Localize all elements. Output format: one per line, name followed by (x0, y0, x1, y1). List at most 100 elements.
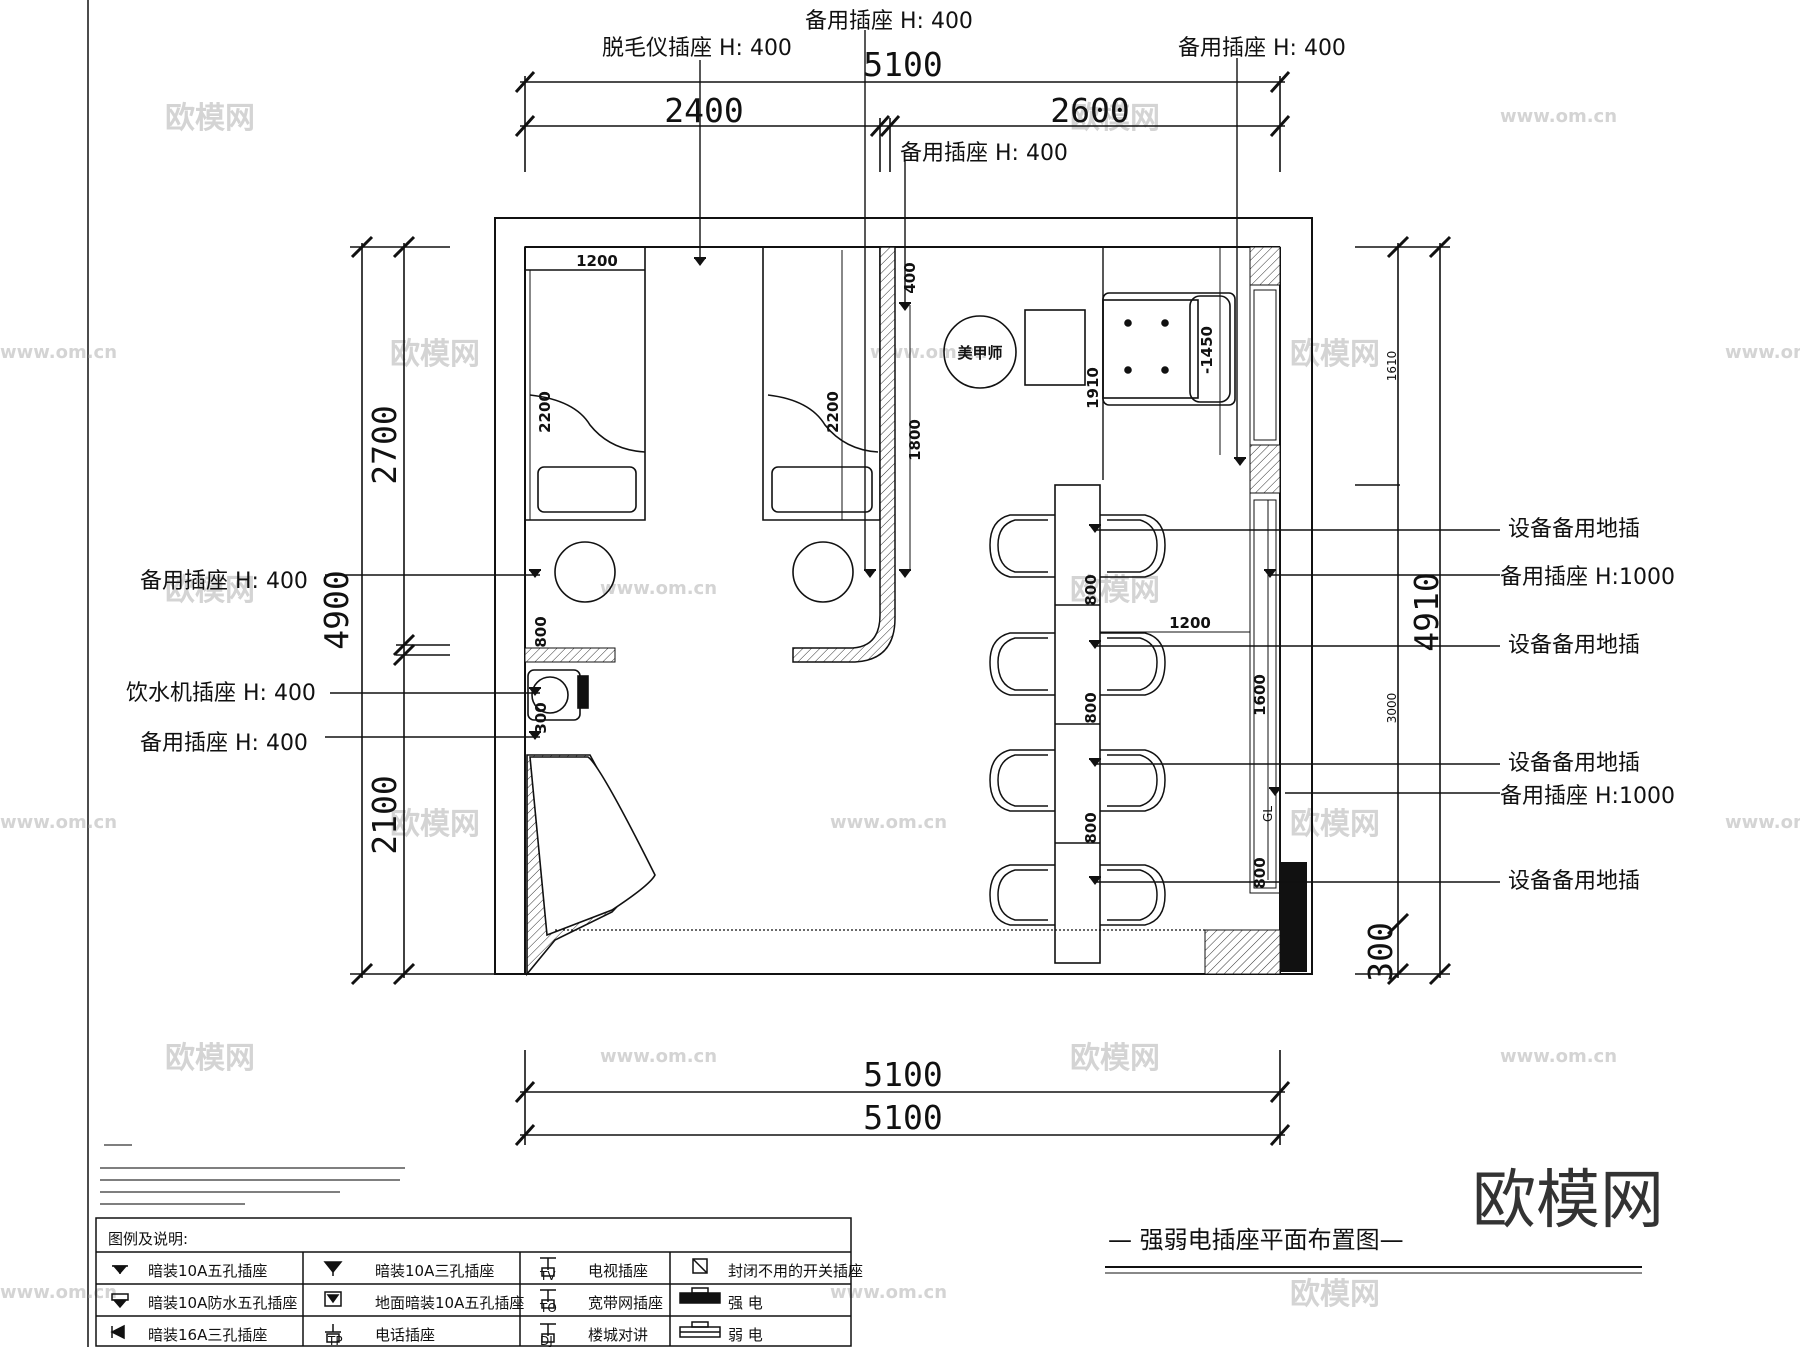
callout-left-3: 备用插座 H: 400 (140, 731, 308, 756)
watermark-url: www.om.cn (870, 342, 987, 363)
legend-code-tp: TP (327, 1334, 343, 1347)
partition-wall (792, 246, 896, 663)
nail-tech-stool (943, 315, 1017, 389)
wall-hatch (1204, 929, 1281, 975)
legend-r3c1: 暗装16A三孔插座 (148, 1326, 267, 1344)
dimension-wall-400: 400 (901, 262, 919, 293)
dimension-col-1910: 1910 (1084, 367, 1102, 409)
legend-icons (110, 1257, 721, 1343)
top-dimension-lines (514, 70, 1291, 172)
watermark-url: www.om.cn (600, 1046, 717, 1067)
nail-tech-label: 美甲师 (957, 344, 1002, 362)
dimension-right-small: GL (1261, 806, 1275, 822)
dimension-wall-1800: 1800 (906, 419, 924, 461)
callout-leaders-top (699, 30, 1238, 570)
dimension-right-upper: 1610 (1385, 351, 1399, 382)
wall-cabinet-inner (1253, 289, 1277, 441)
watermark-text: 欧模网 (1290, 807, 1380, 842)
watermark-text: 欧模网 (1070, 101, 1160, 136)
dimension-bed1-length: 2200 (536, 391, 554, 433)
watermark-url: www.om.cn (600, 578, 717, 599)
dimension-bed2-length: 2200 (824, 391, 842, 433)
bed-left (524, 246, 646, 521)
legend-heading: 图例及说明: (108, 1230, 188, 1248)
dimension-bottom-1: 5100 (863, 1055, 942, 1094)
callout-top-center: 备用插座 H: 400 (805, 9, 973, 34)
watermark-text: 欧模网 (165, 1041, 255, 1076)
watermark-text: 欧模网 (1070, 573, 1160, 608)
legend-r1c1: 暗装10A五孔插座 (148, 1262, 267, 1280)
side-table (1024, 309, 1086, 386)
legend-r3c4: 弱 电 (728, 1326, 763, 1344)
dimension-left-lower: 2100 (365, 775, 404, 854)
legend-r1c4: 封闭不用的开关插座 (728, 1262, 863, 1280)
callout-right-4: 设备备用地插 (1508, 751, 1640, 776)
water-dispenser (527, 669, 589, 721)
dimension-right-800: 800 (1251, 857, 1269, 888)
left-dimension-lines (350, 235, 495, 986)
dimension-right-total: 4910 (1407, 572, 1446, 651)
dimension-bed1-width: 1200 (576, 252, 618, 270)
callout-right-3: 设备备用地插 (1508, 633, 1640, 658)
legend-code-to: TO (539, 1301, 557, 1315)
watermark-layer: 欧模网 欧模网 www.om.cn 欧模网 www.om.cn www.om.c… (0, 101, 1800, 1312)
stool (792, 541, 854, 603)
wall-cabinet-inner (1253, 499, 1277, 889)
watermark-text: 欧模网 (165, 573, 255, 608)
dimension-table-800-a: 800 (1082, 574, 1100, 605)
dimension-chair-1450: -1450 (1198, 326, 1216, 374)
callout-right-2: 备用插座 H:1000 (1500, 565, 1675, 590)
dimension-bottom-2: 5100 (863, 1098, 942, 1137)
dimension-right-1600: 1600 (1251, 674, 1269, 716)
dimension-left-upper: 2700 (365, 405, 404, 484)
legend-r2c2: 地面暗装10A五孔插座 (375, 1294, 524, 1312)
wall-cabinet (1249, 492, 1281, 894)
wall-hatch (1249, 246, 1281, 286)
wall-hatch (524, 647, 616, 663)
legend-code-dj: DJ (540, 1334, 553, 1347)
wall-cabinet (1249, 284, 1281, 446)
watermark-text: 欧模网 (1070, 1041, 1160, 1076)
legend-r1c2: 暗装10A三孔插座 (375, 1262, 494, 1280)
callout-right-1: 设备备用地插 (1508, 517, 1640, 542)
legend-r1c3: 电视插座 (588, 1262, 648, 1280)
dimension-right-lower: 300 (1361, 922, 1400, 982)
legend-table (95, 1217, 852, 1347)
dimension-table-800-c: 800 (1082, 812, 1100, 843)
legend-r3c2: 电话插座 (375, 1326, 435, 1344)
watermark-url: www.om.cn (1725, 812, 1800, 833)
callout-right-6: 设备备用地插 (1508, 869, 1640, 894)
legend-code-tv: TV (539, 1269, 556, 1283)
callout-leaders-left (325, 574, 540, 738)
watermark-text: 欧模网 (390, 807, 480, 842)
dimension-lower-300: 300 (532, 702, 550, 733)
sofa-lower-left (526, 754, 656, 977)
dimension-top-left: 2400 (664, 91, 743, 130)
watermark-url: www.om.cn (830, 812, 947, 833)
watermark-url: www.om.cn (1725, 342, 1800, 363)
design-notes-placeholder (100, 1144, 405, 1205)
watermark-url: www.om.cn (830, 1282, 947, 1303)
callout-top-right: 备用插座 H: 400 (1178, 36, 1346, 61)
watermark-url: www.om.cn (0, 1282, 117, 1303)
watermark-text: 欧模网 (1290, 337, 1380, 372)
dimension-top-overall: 5100 (863, 45, 942, 84)
callout-left-2: 饮水机插座 H: 400 (126, 681, 316, 706)
legend-r2c1: 暗装10A防水五孔插座 (148, 1294, 297, 1312)
watermark-url: www.om.cn (0, 342, 117, 363)
watermark-text: 欧模网 (1290, 1277, 1380, 1312)
bed-middle (762, 246, 881, 521)
wall-hatch (1249, 444, 1281, 494)
wall-solid-column (1280, 862, 1307, 972)
pedicure-chair (1102, 292, 1236, 406)
callout-top-left: 脱毛仪插座 H: 400 (602, 36, 792, 61)
right-dimension-lines (1355, 235, 1452, 986)
watermark-url: www.om.cn (1500, 1046, 1617, 1067)
dimension-lower-800: 800 (532, 616, 550, 647)
bottom-dimension-lines (514, 1050, 1291, 1147)
dimension-table-1200: 1200 (1169, 614, 1211, 632)
dimension-table-800-b: 800 (1082, 692, 1100, 723)
callout-right-5: 备用插座 H:1000 (1500, 784, 1675, 809)
drawing-title: — 强弱电插座平面布置图— (1108, 1226, 1404, 1254)
